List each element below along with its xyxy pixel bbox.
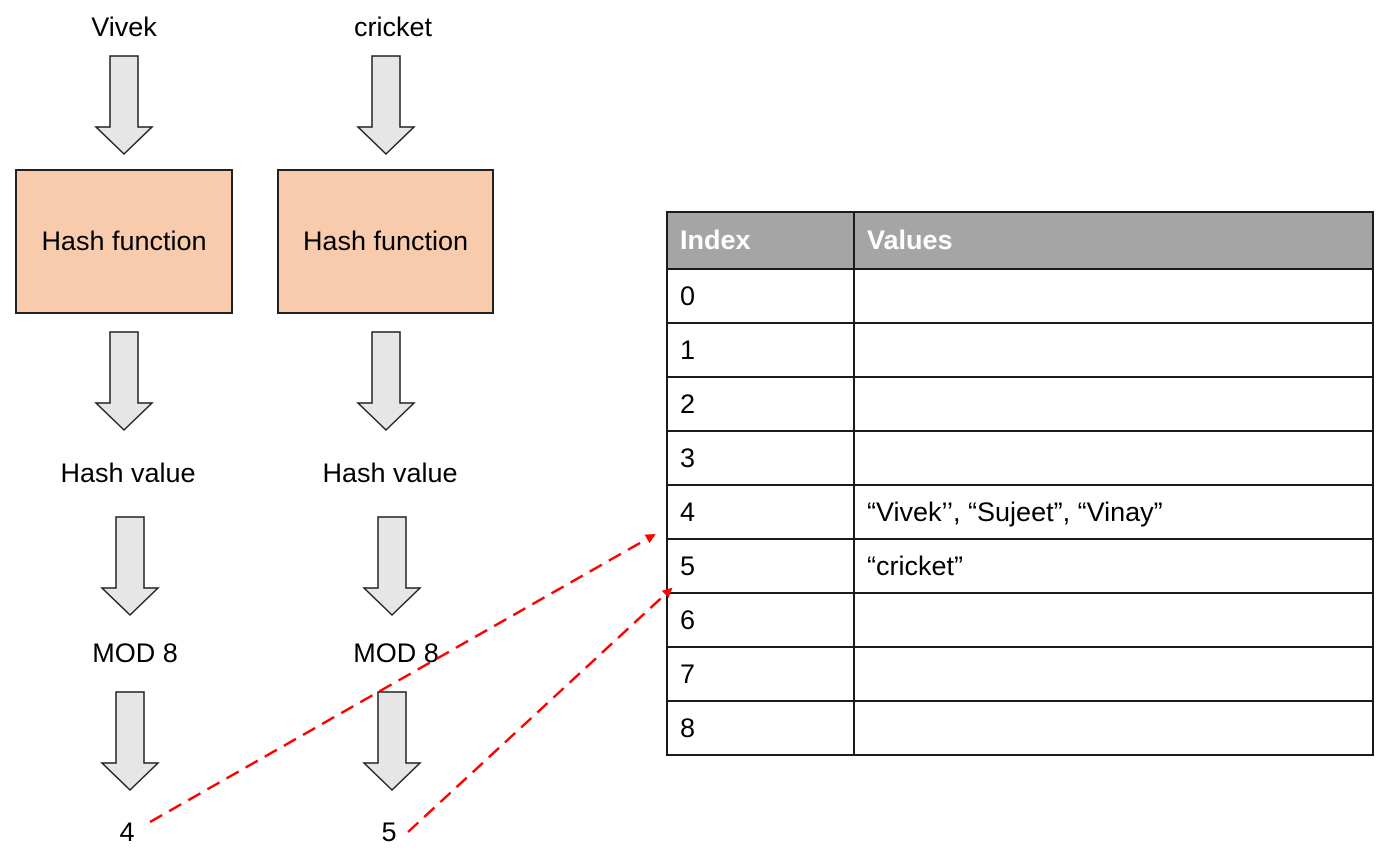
values-cell <box>853 430 1374 486</box>
table-row: 2 <box>666 376 1374 432</box>
table-row: 8 <box>666 700 1374 756</box>
values-cell <box>853 268 1374 324</box>
down-arrow-icon <box>362 691 422 792</box>
index-cell: 4 <box>666 484 855 540</box>
column-header-values: Values <box>853 211 1374 270</box>
mod-label-vivek: MOD 8 <box>92 638 178 668</box>
mod-label-cricket: MOD 8 <box>353 638 439 668</box>
index-cell: 3 <box>666 430 855 486</box>
values-cell <box>853 646 1374 702</box>
index-cell: 7 <box>666 646 855 702</box>
result-cricket: 5 <box>381 817 397 847</box>
table-row: 5“cricket” <box>666 538 1374 594</box>
hash-function-label: Hash function <box>302 226 469 256</box>
index-cell: 0 <box>666 268 855 324</box>
table-header-row: Index Values <box>666 211 1374 270</box>
down-arrow-icon <box>356 331 416 432</box>
hash-function-label: Hash function <box>41 226 207 256</box>
values-cell: “cricket” <box>853 538 1374 594</box>
down-arrow-icon <box>356 55 416 156</box>
down-arrow-icon <box>100 691 160 792</box>
column-header-index: Index <box>666 211 855 270</box>
mapping-arrow-cricket-to-5 <box>407 587 673 833</box>
index-cell: 8 <box>666 700 855 756</box>
hash-table: Index Values 0 1 2 3 4“Vivek’’, “Sujeet”… <box>666 211 1374 756</box>
table-row: 6 <box>666 592 1374 648</box>
down-arrow-icon <box>100 516 160 617</box>
hash-function-box-cricket: Hash function <box>277 169 494 314</box>
table-row: 4“Vivek’’, “Sujeet”, “Vinay” <box>666 484 1374 540</box>
values-cell: “Vivek’’, “Sujeet”, “Vinay” <box>853 484 1374 540</box>
values-cell <box>853 592 1374 648</box>
values-cell <box>853 700 1374 756</box>
input-key-vivek: Vivek <box>91 12 157 42</box>
table-row: 7 <box>666 646 1374 702</box>
input-key-cricket: cricket <box>353 12 432 42</box>
hash-function-box-vivek: Hash function <box>15 169 233 314</box>
values-cell <box>853 322 1374 378</box>
result-vivek: 4 <box>119 817 135 847</box>
table-row: 1 <box>666 322 1374 378</box>
down-arrow-icon <box>94 55 154 156</box>
index-cell: 2 <box>666 376 855 432</box>
values-cell <box>853 376 1374 432</box>
hash-value-label-vivek: Hash value <box>60 458 196 488</box>
down-arrow-icon <box>94 331 154 432</box>
hash-value-label-cricket: Hash value <box>322 458 458 488</box>
index-cell: 1 <box>666 322 855 378</box>
table-row: 0 <box>666 268 1374 324</box>
table-row: 3 <box>666 430 1374 486</box>
down-arrow-icon <box>362 516 422 617</box>
index-cell: 6 <box>666 592 855 648</box>
index-cell: 5 <box>666 538 855 594</box>
